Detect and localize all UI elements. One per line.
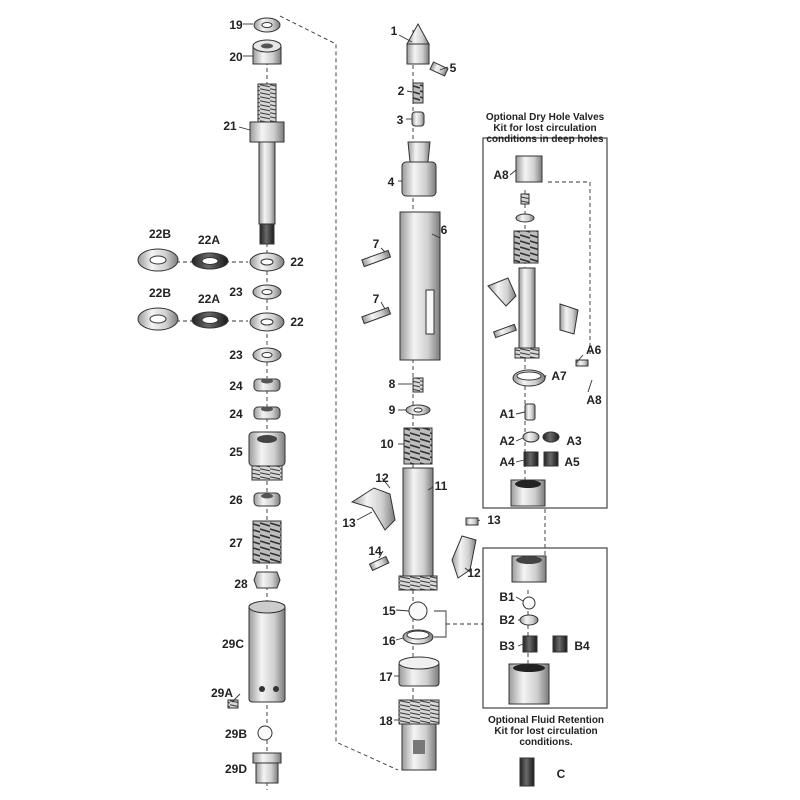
label-1: 1 — [391, 24, 398, 38]
fluid-retention-kit-caption: Optional Fluid Retention Kit for lost ci… — [488, 715, 604, 748]
label-29D: 29D — [225, 762, 247, 776]
label-11: 11 — [435, 479, 448, 493]
dry-hole-caption-line-1: Optional Dry Hole Valves — [486, 112, 605, 123]
label-8: 8 — [389, 377, 396, 391]
fluid-retention-kit-box — [482, 547, 608, 709]
label-15: 15 — [382, 604, 396, 618]
label-29A: 29A — [211, 686, 233, 700]
label-B4: B4 — [574, 639, 590, 653]
label-5: 5 — [450, 61, 457, 75]
label-22a: 22 — [290, 255, 304, 269]
label-B3: B3 — [499, 639, 515, 653]
label-3: 3 — [397, 113, 404, 127]
label-26: 26 — [229, 493, 243, 507]
label-2: 2 — [398, 84, 405, 98]
label-25: 25 — [229, 445, 243, 459]
label-29B: 29B — [225, 727, 247, 741]
label-24a: 24 — [229, 379, 243, 393]
label-A6: A6 — [586, 343, 602, 357]
dry-hole-kit-parts — [487, 155, 589, 507]
label-12a: 12 — [375, 471, 389, 485]
label-B1: B1 — [499, 590, 515, 604]
fluid-retention-kit-parts — [508, 555, 568, 787]
label-22A-2: 22A — [198, 292, 220, 306]
label-20: 20 — [229, 50, 243, 64]
label-A8b: A8 — [586, 393, 602, 407]
label-23a: 23 — [229, 285, 243, 299]
label-A5: A5 — [564, 455, 580, 469]
label-19: 19 — [229, 18, 243, 32]
label-22b: 22 — [290, 315, 304, 329]
label-16: 16 — [382, 634, 396, 648]
label-14: 14 — [368, 544, 382, 558]
label-12b: 12 — [467, 566, 481, 580]
label-6: 6 — [441, 223, 448, 237]
part-labels: 19 20 21 22 22 22A 22A 22B 22B 23 23 24 … — [149, 18, 602, 781]
dry-hole-kit-caption: Optional Dry Hole Valves Kit for lost ci… — [486, 112, 605, 145]
label-28: 28 — [234, 577, 248, 591]
label-21: 21 — [223, 119, 237, 133]
fluid-caption-line-1: Optional Fluid Retention — [488, 715, 604, 726]
label-9: 9 — [389, 403, 396, 417]
fluid-caption-line-3: conditions. — [519, 737, 573, 748]
label-13a: 13 — [342, 516, 356, 530]
fluid-caption-line-2: Kit for lost circulation — [494, 726, 597, 737]
leader-lines — [231, 23, 593, 721]
dry-hole-caption-line-3: conditions in deep holes — [486, 134, 604, 145]
dry-hole-caption-line-2: Kit for lost circulation — [493, 123, 596, 134]
label-A8a: A8 — [493, 168, 509, 182]
label-27: 27 — [229, 536, 243, 550]
label-24b: 24 — [229, 407, 243, 421]
label-A2: A2 — [499, 434, 515, 448]
label-A1: A1 — [499, 407, 515, 421]
center-column-parts — [350, 22, 479, 771]
left-column-parts — [137, 17, 286, 784]
label-A4: A4 — [499, 455, 515, 469]
label-23b: 23 — [229, 348, 243, 362]
label-22A-1: 22A — [198, 233, 220, 247]
label-7b: 7 — [373, 292, 380, 306]
label-4: 4 — [388, 175, 395, 189]
label-22B-2: 22B — [149, 286, 171, 300]
label-A7: A7 — [551, 369, 567, 383]
label-A3: A3 — [566, 434, 582, 448]
label-29C: 29C — [222, 637, 244, 651]
label-17: 17 — [379, 670, 393, 684]
label-10: 10 — [380, 437, 394, 451]
label-18: 18 — [379, 714, 393, 728]
label-13b: 13 — [487, 513, 501, 527]
label-22B-1: 22B — [149, 227, 171, 241]
label-C: C — [557, 767, 566, 781]
label-7a: 7 — [373, 237, 380, 251]
bracket-15-16 — [434, 610, 447, 638]
label-B2: B2 — [499, 613, 515, 627]
dry-hole-kit-box — [482, 137, 608, 509]
